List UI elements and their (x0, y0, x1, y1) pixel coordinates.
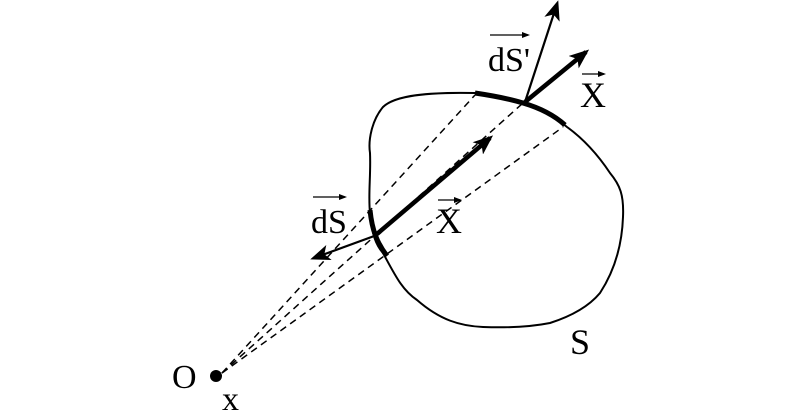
surface-element-ds-prime (474, 90, 567, 127)
x-outer-text: X (580, 75, 606, 115)
label-x-inner: X (436, 197, 462, 241)
label-origin: O (172, 359, 197, 396)
x-inner-text: X (436, 201, 462, 241)
closed-surface-s (368, 91, 625, 329)
x-vector-outer-arrow (523, 49, 590, 104)
label-ds: dS (311, 194, 347, 241)
x-vector-inner-arrow (375, 135, 494, 236)
origin-point (210, 370, 222, 382)
projection-cone (221, 94, 564, 374)
label-x-outer: X (580, 71, 606, 115)
ds-normal-arrow (310, 233, 378, 261)
label-ds-prime: dS' (488, 32, 530, 79)
ds-prime-normal-arrow (523, 0, 560, 103)
label-point-x: x (222, 381, 239, 415)
label-s: S (570, 322, 590, 362)
ds-prime-text: dS' (488, 42, 530, 79)
ds-text: dS (311, 204, 347, 241)
